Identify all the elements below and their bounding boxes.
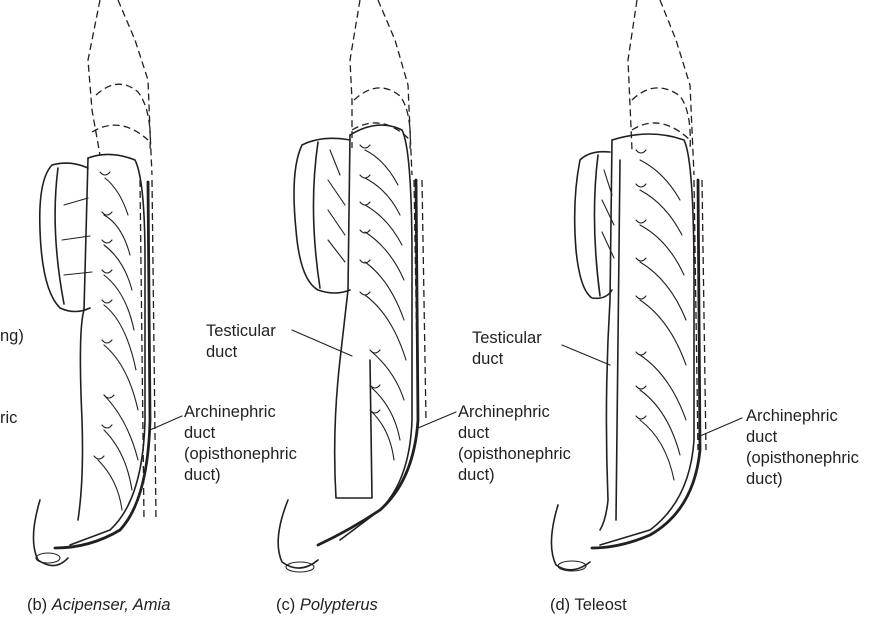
panel-d-archinephric-label: Archinephric duct (opisthonephric duct) bbox=[746, 406, 859, 490]
caption-taxon: Polypterus bbox=[299, 596, 378, 614]
panel-b-caption: (b) Acipenser, Amia bbox=[27, 595, 170, 615]
caption-taxon: Acipenser, Amia bbox=[51, 596, 171, 614]
panel-b-archinephric-label: Archinephric duct (opisthonephric duct) bbox=[184, 402, 297, 486]
label-line: Testicular bbox=[472, 329, 542, 347]
label-line: duct) bbox=[458, 466, 495, 484]
panel-b-drawing bbox=[32, 0, 183, 567]
label-line: duct) bbox=[184, 466, 221, 484]
panel-d-caption: (d) Teleost bbox=[550, 596, 627, 614]
label-line: Archinephric bbox=[458, 403, 550, 421]
caption-prefix: (b) bbox=[27, 596, 48, 614]
label-line: Testicular bbox=[206, 322, 276, 340]
label-line: duct bbox=[458, 424, 490, 442]
panel-b-cut-label-2: ric bbox=[0, 409, 18, 427]
label-line: (opisthonephric bbox=[746, 449, 859, 467]
label-line: (opisthonephric bbox=[458, 445, 571, 463]
label-line: duct bbox=[746, 428, 778, 446]
panel-b-cut-label-1: ng) bbox=[0, 327, 24, 345]
label-line: (opisthonephric bbox=[184, 445, 297, 463]
panel-d-drawing bbox=[550, 0, 743, 572]
panel-d-testicular-label: Testicular duct bbox=[472, 328, 542, 370]
label-line: duct) bbox=[746, 470, 783, 488]
panel-c-drawing bbox=[277, 0, 457, 573]
label-line: duct bbox=[472, 350, 504, 368]
panel-c-archinephric-label: Archinephric duct (opisthonephric duct) bbox=[458, 402, 571, 486]
label-line: Archinephric bbox=[184, 403, 276, 421]
label-line: duct bbox=[184, 424, 216, 442]
caption-prefix: (c) bbox=[276, 596, 296, 614]
panel-c-testicular-label: Testicular duct bbox=[206, 321, 276, 363]
panel-c-caption: (c) Polypterus bbox=[276, 595, 378, 615]
label-line: duct bbox=[206, 343, 238, 361]
label-line: Archinephric bbox=[746, 407, 838, 425]
